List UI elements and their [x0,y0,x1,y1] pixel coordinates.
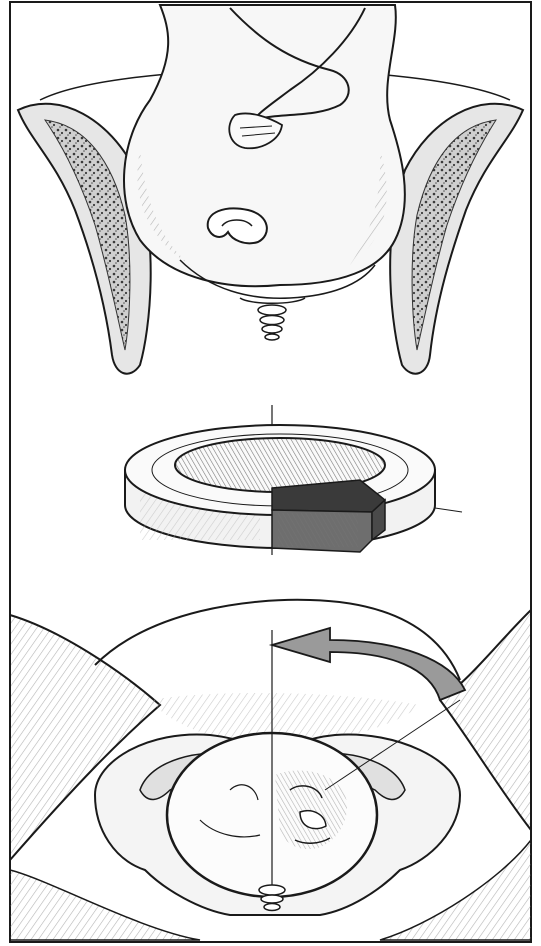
middle-panel-ring [125,405,462,555]
top-panel-fetus-in-pelvis [18,5,523,374]
rotation-arrow [272,628,465,700]
coccyx [240,298,305,340]
ring-quadrant-block [272,480,385,552]
abdomen-dome [95,600,460,680]
bottom-panel-head-rotation [10,600,531,940]
